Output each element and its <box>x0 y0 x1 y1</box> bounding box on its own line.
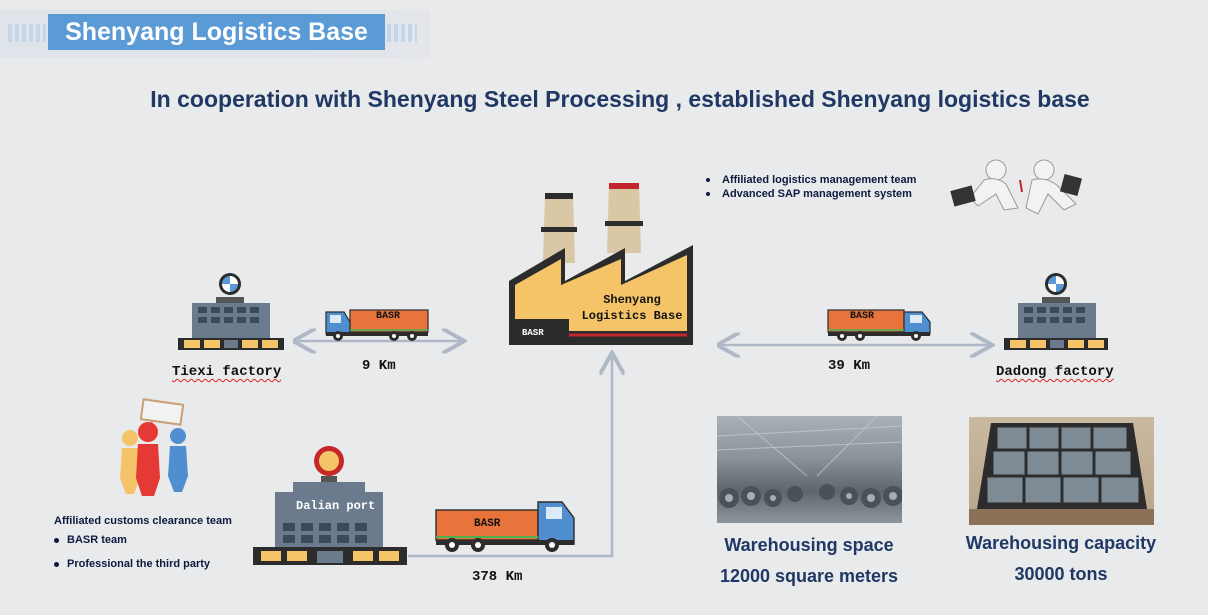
feature-item-text: Advanced SAP management system <box>722 188 912 200</box>
warehouse-space-title: Warehousing space <box>724 535 894 555</box>
truck-dadong-brand: BASR <box>850 311 875 322</box>
distance-dalian: 378 Km <box>472 569 523 585</box>
distance-dadong: 39 Km <box>828 358 871 374</box>
factory-label: Shenyang Logistics Base <box>572 292 692 324</box>
customs-item: Professional the third party <box>54 558 210 570</box>
customs-item: BASR team <box>54 534 210 546</box>
truck-dalian <box>435 501 575 552</box>
customs-people-illustration <box>120 398 188 496</box>
business-people-illustration <box>950 159 1083 215</box>
feature-item-text: Affiliated logistics management team <box>722 174 917 186</box>
customs-item-text: Professional the third party <box>67 558 211 570</box>
header-stripes-right <box>387 24 417 42</box>
customs-list: BASR team Professional the third party <box>54 534 210 570</box>
customs-title: Affiliated customs clearance team <box>54 515 232 527</box>
features-list: Affiliated logistics management team Adv… <box>706 174 916 200</box>
feature-item: Advanced SAP management system <box>706 188 916 200</box>
truck-dalian-brand: BASR <box>474 518 501 530</box>
truck-tiexi <box>325 309 429 341</box>
truck-dadong <box>827 309 931 341</box>
tiexi-building <box>178 270 288 357</box>
factory-label-line1: Shenyang <box>603 293 661 307</box>
page-title: Shenyang Logistics Base <box>48 14 385 50</box>
subtitle: In cooperation with Shenyang Steel Proce… <box>150 86 1090 112</box>
tiexi-label: Tiexi factory <box>172 364 282 380</box>
warehouse-capacity-value: 30000 tons <box>1014 564 1108 584</box>
factory-label-line2: Logistics Base <box>581 309 683 323</box>
header-stripes-left <box>8 24 46 42</box>
warehouse-space-photo <box>717 416 902 523</box>
truck-tiexi-brand: BASR <box>376 311 401 322</box>
feature-item: Affiliated logistics management team <box>706 174 916 186</box>
factory-graphic <box>509 183 693 345</box>
distance-tiexi: 9 Km <box>362 358 396 374</box>
arrow-dalian <box>408 355 612 558</box>
warehouse-capacity-photo <box>969 417 1154 525</box>
factory-door-label: BASR <box>522 328 544 338</box>
dalian-label: Dalian port <box>296 499 376 513</box>
customs-item-text: BASR team <box>67 534 127 546</box>
warehouse-space-value: 12000 square meters <box>719 566 899 586</box>
dadong-building <box>1002 270 1112 357</box>
dadong-label: Dadong factory <box>996 364 1114 380</box>
warehouse-capacity-title: Warehousing capacity <box>965 533 1157 553</box>
dadong-label-text: Dadong factory <box>996 364 1114 380</box>
dalian-building <box>253 443 408 572</box>
